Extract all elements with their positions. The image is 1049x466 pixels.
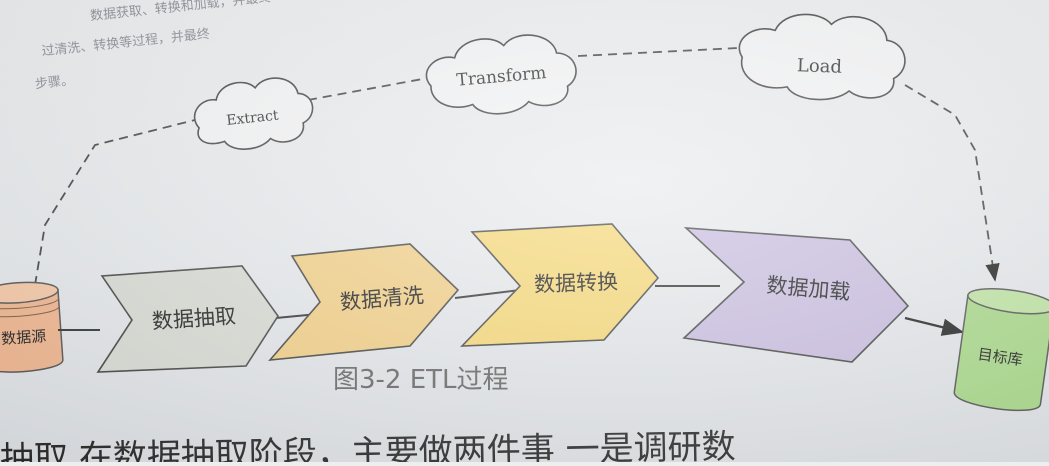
body-text-line: 抽取 在数据抽取阶段，主要做两件事 一是调研数 — [0, 427, 736, 462]
flow-line-3 — [454, 289, 521, 299]
load-cloud: Load — [738, 13, 906, 101]
step-extract-label: 数据抽取 — [151, 304, 236, 334]
source-database: 数据源 — [0, 281, 64, 373]
top-text-line-1: 数据获取、转换和加载，并最终 — [89, 0, 272, 24]
flow-arrow-to-target — [904, 316, 965, 336]
source-database-label: 数据源 — [1, 327, 47, 348]
step-transform: 数据转换 — [460, 223, 660, 347]
transform-cloud: Transform — [425, 34, 577, 115]
dashed-connector-mid — [307, 77, 429, 101]
dashed-connector-left — [34, 119, 196, 286]
top-text-block: 数据获取、转换和加载，并最终 过清洗、转换等过程，并最终 步骤。 — [34, 0, 272, 92]
figure-caption: 图3-2 ETL过程 — [333, 365, 509, 395]
step-transform-label: 数据转换 — [534, 270, 619, 297]
dashed-connector-right — [904, 84, 1000, 282]
extract-cloud: Extract — [193, 77, 314, 150]
dashed-connector-top — [577, 47, 739, 57]
top-text-line-2: 过清洗、转换等过程，并最终 — [41, 26, 211, 60]
step-clean: 数据清洗 — [268, 243, 460, 361]
extract-label: Extract — [226, 108, 280, 129]
top-text-line-3: 步骤。 — [34, 73, 74, 92]
step-extract: 数据抽取 — [96, 265, 279, 373]
load-label: Load — [797, 55, 843, 78]
step-load: 数据加载 — [682, 227, 910, 363]
target-database: 目标库 — [953, 287, 1049, 412]
